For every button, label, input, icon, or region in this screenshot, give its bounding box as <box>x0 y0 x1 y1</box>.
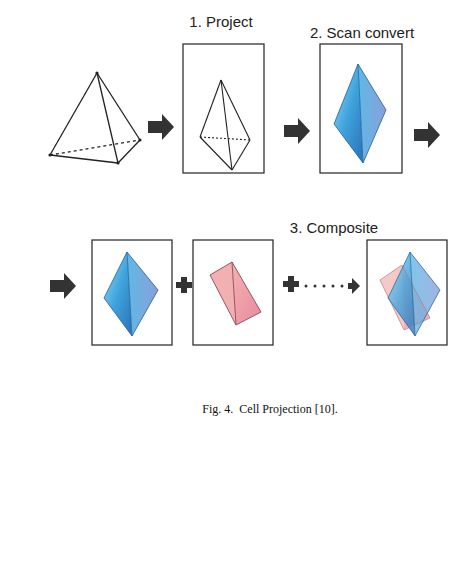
plus-sign <box>176 276 299 293</box>
step-label: 2. Scan convert <box>310 25 414 40</box>
blue-cell <box>104 252 158 336</box>
tetrahedron <box>50 73 140 163</box>
figure-caption: Fig. 4. Cell Projection [10]. <box>202 403 337 415</box>
step-label: 1. Project <box>189 14 252 29</box>
ellipsis-dots <box>305 285 344 288</box>
image-frame <box>92 44 447 345</box>
composited-cells <box>380 252 440 336</box>
scan-converted-cell <box>334 64 386 163</box>
step-label: 3. Composite <box>290 220 378 235</box>
projected-tetrahedron <box>200 80 250 170</box>
pink-cell <box>210 262 261 325</box>
